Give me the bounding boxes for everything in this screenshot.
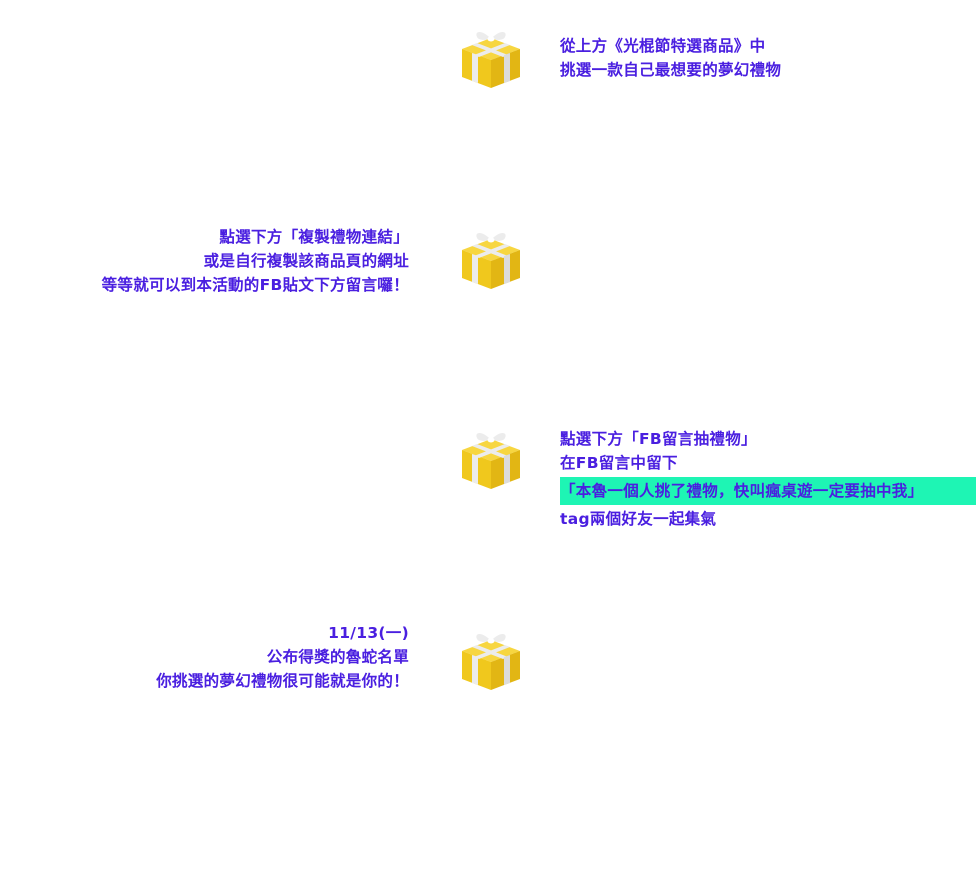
step-2-line-3: 等等就可以到本活動的FB貼文下方留言囉！ (101, 276, 409, 294)
step-4-text: 11/13(一) 公布得獎的魯蛇名單 你挑選的夢幻禮物很可能就是你的！ (156, 621, 409, 693)
gift-icon (458, 226, 524, 292)
step-3-highlight-quote: 「本魯一個人挑了禮物，快叫瘋桌遊一定要抽中我」 (560, 477, 976, 505)
step-3-line-1: 點選下方「FB留言抽禮物」 (560, 430, 757, 448)
step-4: 11/13(一) 公布得獎的魯蛇名單 你挑選的夢幻禮物很可能就是你的！ (0, 600, 980, 800)
step-3: 點選下方「FB留言抽禮物」 在FB留言中留下 「本魯一個人挑了禮物，快叫瘋桌遊一… (0, 400, 980, 600)
step-2-text: 點選下方「複製禮物連結」 或是自行複製該商品頁的網址 等等就可以到本活動的FB貼… (102, 225, 409, 297)
step-4-line-2: 公布得獎的魯蛇名單 (266, 648, 409, 666)
step-1-line-1: 從上方《光棍節特選商品》中 (560, 37, 766, 55)
step-1-text: 從上方《光棍節特選商品》中 挑選一款自己最想要的夢幻禮物 (560, 34, 781, 82)
step-2-line-2: 或是自行複製該商品頁的網址 (203, 252, 409, 270)
gift-icon (458, 25, 524, 91)
gift-icon (458, 627, 524, 693)
step-3-line-2: 在FB留言中留下 (560, 454, 678, 472)
step-4-line-1: 11/13(一) (328, 624, 409, 642)
step-1: 從上方《光棍節特選商品》中 挑選一款自己最想要的夢幻禮物 (0, 0, 980, 200)
step-2: 點選下方「複製禮物連結」 或是自行複製該商品頁的網址 等等就可以到本活動的FB貼… (0, 200, 980, 400)
gift-icon (458, 426, 524, 492)
step-3-text: 點選下方「FB留言抽禮物」 在FB留言中留下 「本魯一個人挑了禮物，快叫瘋桌遊一… (560, 427, 976, 531)
step-1-line-2: 挑選一款自己最想要的夢幻禮物 (560, 61, 782, 79)
step-4-line-3: 你挑選的夢幻禮物很可能就是你的！ (156, 672, 409, 690)
step-2-line-1: 點選下方「複製禮物連結」 (219, 228, 409, 246)
step-3-line-3: tag兩個好友一起集氣 (560, 510, 717, 528)
